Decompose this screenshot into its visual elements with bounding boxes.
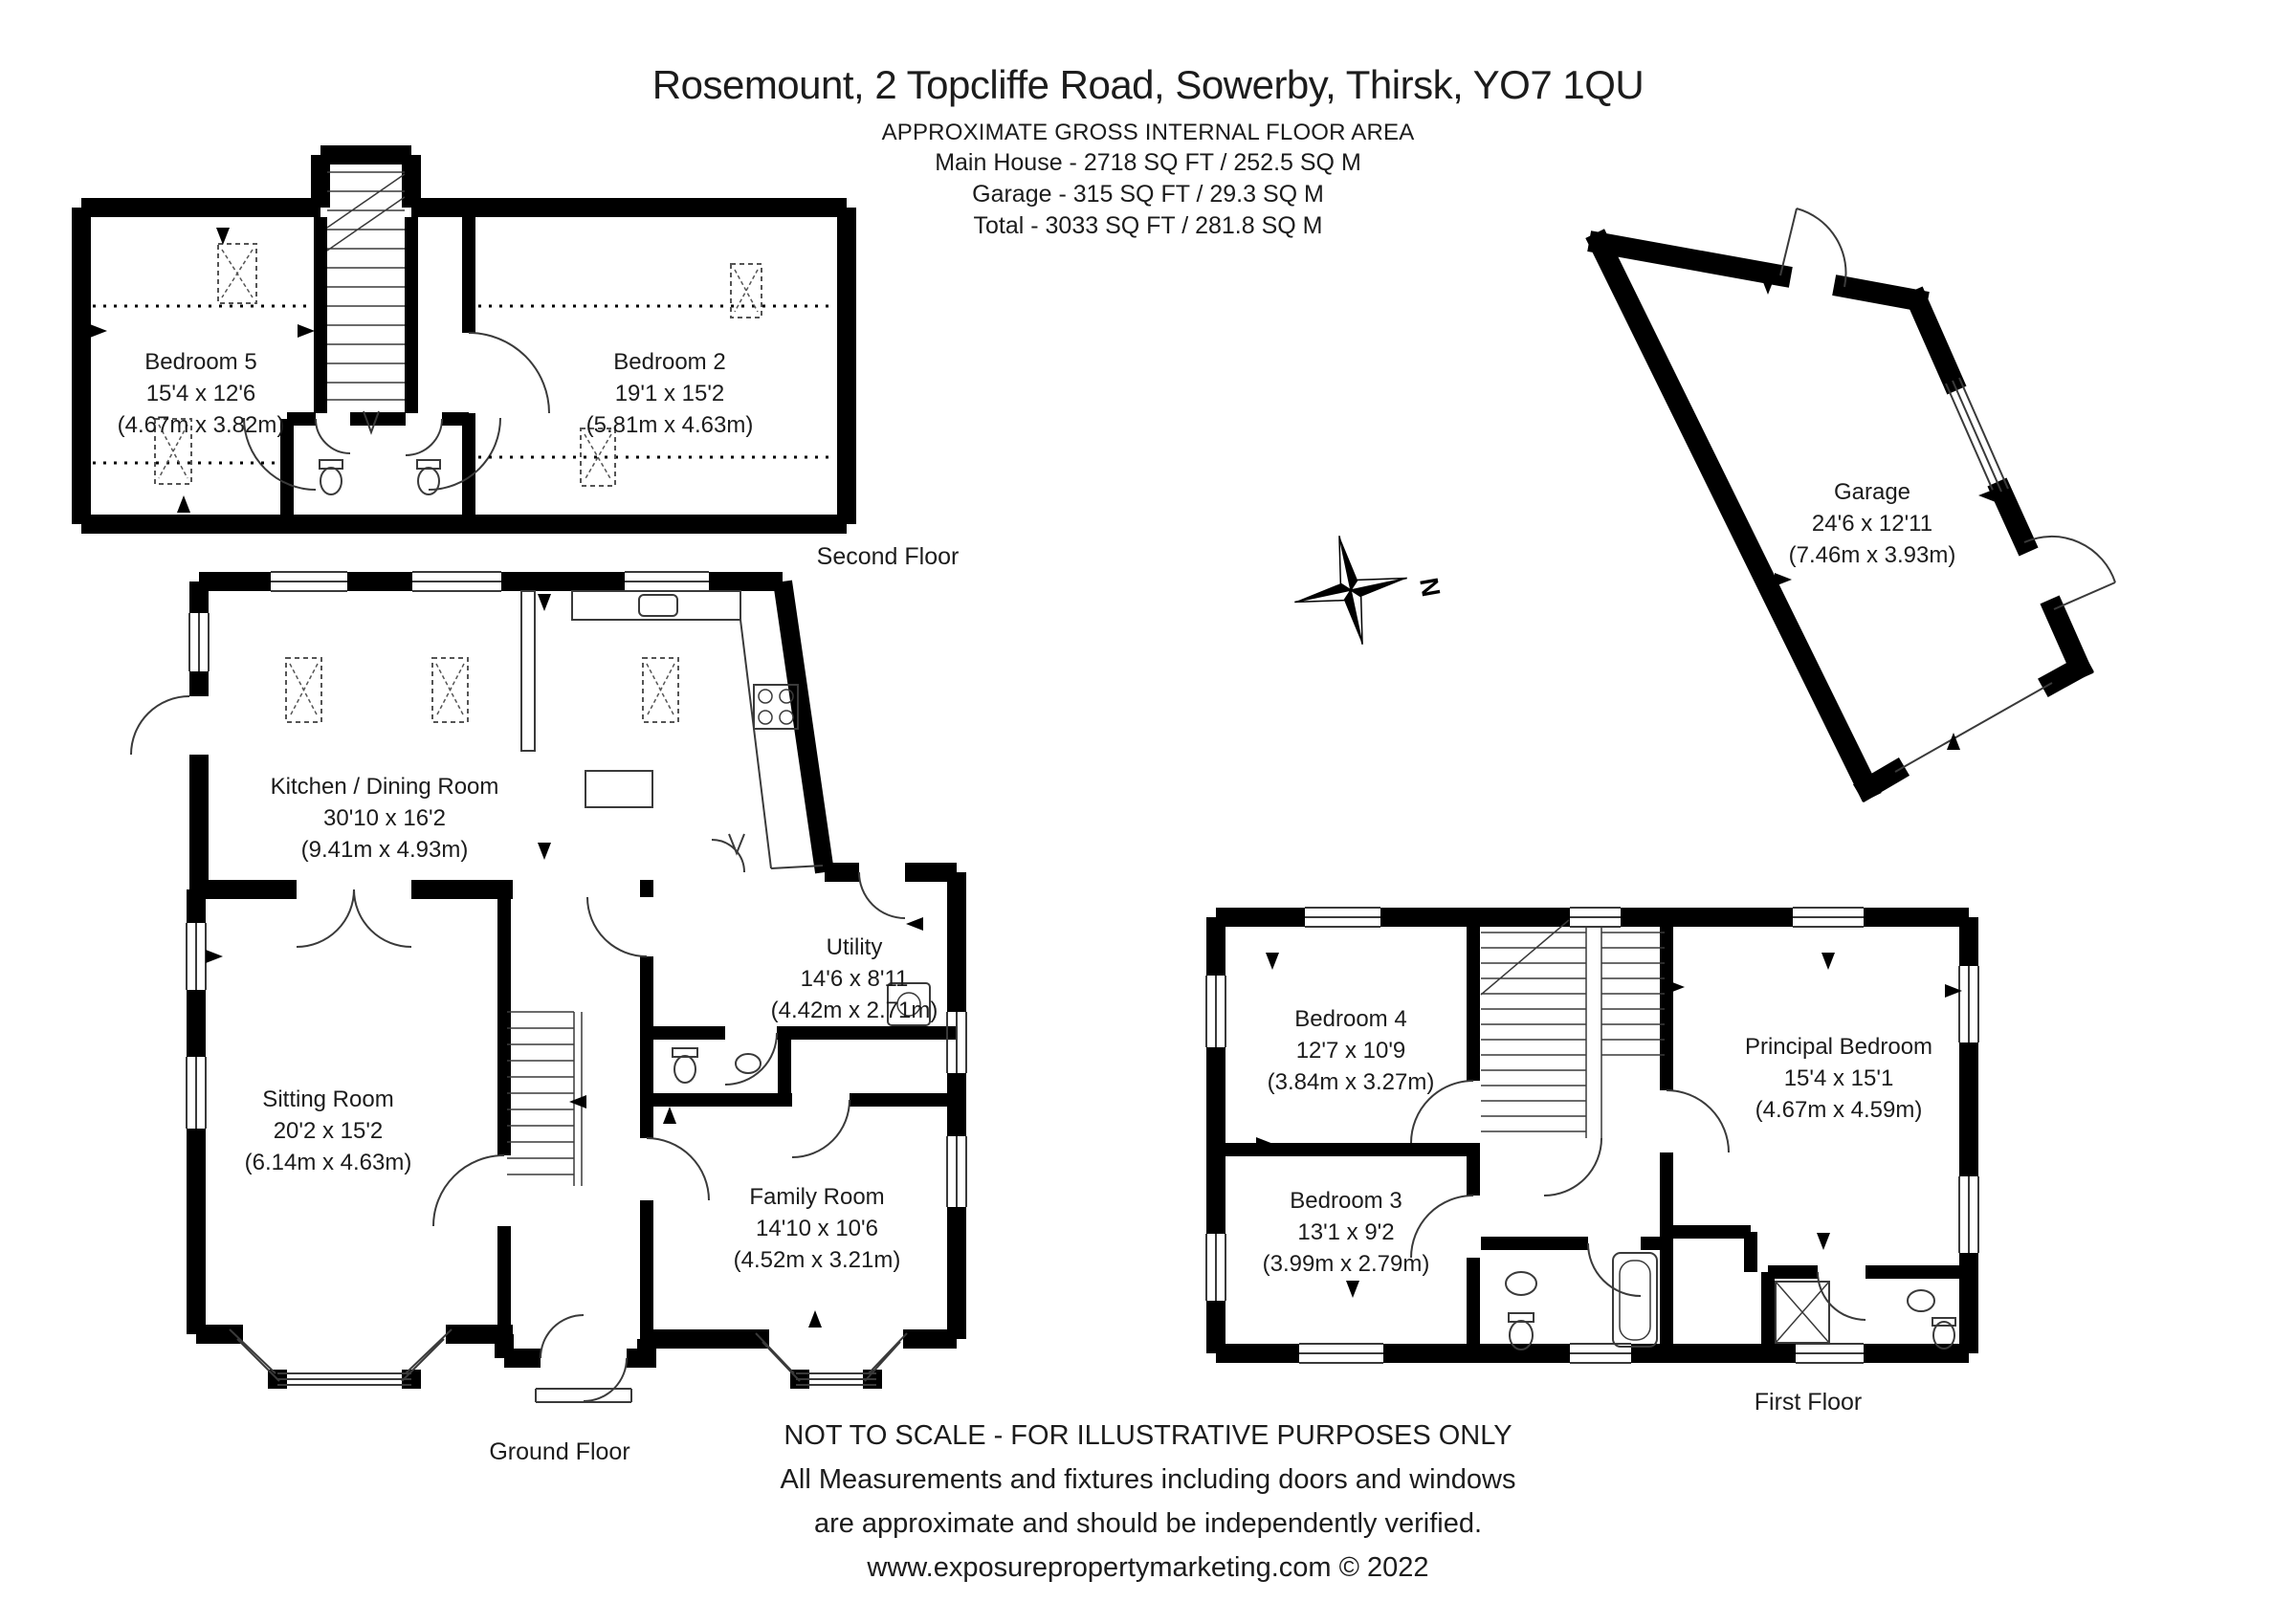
bay-window [750, 1329, 922, 1389]
arrow-marker-icon [1256, 953, 1962, 1298]
room-dims-imperial: 15'4 x 12'6 [145, 381, 256, 406]
toilet-icon [1907, 1289, 1956, 1350]
bathtub-icon [1612, 1252, 1658, 1348]
hob-icon [753, 684, 799, 730]
room-dims-imperial: 15'4 x 15'1 [1783, 1065, 1894, 1091]
disclaimer-line-3: are approximate and should be independen… [813, 1508, 1483, 1539]
compass-rose [1294, 536, 1407, 645]
sink-icon [638, 594, 678, 617]
room-label-kitchen: Kitchen / Dining Room 30'10 x 16'2 (9.41… [271, 771, 499, 866]
room-dims-imperial: 12'7 x 10'9 [1295, 1038, 1406, 1064]
shower-icon [1775, 1281, 1830, 1344]
room-dims-metric: (6.14m x 4.63m) [244, 1150, 412, 1175]
room-dims-metric: (9.41m x 4.93m) [300, 837, 469, 863]
toilet-icon [319, 459, 441, 495]
room-name: Bedroom 5 [144, 349, 257, 375]
room-dims-imperial: 13'1 x 9'2 [1297, 1219, 1395, 1245]
disclaimer-block: NOT TO SCALE - FOR ILLUSTRATIVE PURPOSES… [0, 1414, 2296, 1590]
arrow-marker-icon [1761, 277, 1996, 750]
ground-floor-plan [130, 571, 967, 1403]
compass-north-label: N [1414, 576, 1446, 599]
area-main-house: Main House - 2718 SQ FT / 252.5 SQ M [935, 149, 1361, 176]
room-name: Bedroom 4 [1294, 1006, 1407, 1032]
disclaimer-line-2: All Measurements and fixtures including … [780, 1464, 1516, 1495]
header-block: Rosemount, 2 Topcliffe Road, Sowerby, Th… [0, 61, 2296, 242]
first-floor-plan [1205, 907, 1979, 1364]
room-label-family-room: Family Room 14'10 x 10'6 (4.52m x 3.21m) [734, 1181, 901, 1276]
roof-light-icon [154, 243, 762, 487]
disclaimer-line-1: NOT TO SCALE - FOR ILLUSTRATIVE PURPOSES… [784, 1420, 1512, 1451]
page-title: Rosemount, 2 Topcliffe Road, Sowerby, Th… [651, 62, 1645, 107]
room-dims-metric: (5.81m x 4.63m) [585, 412, 754, 438]
room-dims-metric: (4.52m x 3.21m) [733, 1247, 901, 1273]
room-name: Bedroom 2 [613, 349, 726, 375]
caption-first-floor: First Floor [1754, 1389, 1863, 1416]
room-dims-imperial: 14'10 x 10'6 [756, 1216, 878, 1241]
second-floor-plan [72, 145, 856, 534]
caption-ground-floor: Ground Floor [489, 1438, 630, 1465]
arrow-marker-icon [90, 228, 315, 513]
room-name: Utility [826, 934, 883, 960]
room-name: Principal Bedroom [1744, 1034, 1933, 1060]
room-dims-imperial: 19'1 x 15'2 [614, 381, 725, 406]
room-name: Bedroom 3 [1290, 1188, 1402, 1214]
room-name: Family Room [749, 1184, 885, 1210]
room-name: Kitchen / Dining Room [270, 774, 499, 800]
washing-machine-icon [887, 982, 931, 1026]
roof-light-icon [285, 657, 679, 723]
room-dims-metric: (3.99m x 2.79m) [1262, 1251, 1430, 1277]
room-label-bedroom-5: Bedroom 5 15'4 x 12'6 (4.67m x 3.82m) [118, 346, 285, 441]
room-label-bedroom-2: Bedroom 2 19'1 x 15'2 (5.81m x 4.63m) [586, 346, 754, 441]
room-dims-imperial: 30'10 x 16'2 [323, 805, 446, 831]
room-label-principal-bedroom: Principal Bedroom 15'4 x 15'1 (4.67m x 4… [1745, 1031, 1932, 1126]
room-dims-metric: (4.42m x 2.71m) [770, 998, 938, 1023]
kitchen-counter [520, 590, 824, 869]
room-name: Sitting Room [262, 1086, 394, 1112]
room-label-bedroom-4: Bedroom 4 12'7 x 10'9 (3.84m x 3.27m) [1268, 1003, 1435, 1098]
copyright-line: www.exposurepropertymarketing.com © 2022 [867, 1552, 1429, 1583]
room-dims-metric: (3.84m x 3.27m) [1267, 1069, 1435, 1095]
room-dims-imperial: 20'2 x 15'2 [273, 1118, 384, 1144]
room-label-bedroom-3: Bedroom 3 13'1 x 9'2 (3.99m x 2.79m) [1263, 1185, 1430, 1280]
room-dims-imperial: 14'6 x 8'11 [800, 966, 909, 992]
toilet-icon [1505, 1271, 1537, 1350]
room-dims-metric: (7.46m x 3.93m) [1788, 542, 1956, 568]
room-label-sitting-room: Sitting Room 20'2 x 15'2 (6.14m x 4.63m) [245, 1084, 412, 1178]
room-label-utility: Utility 14'6 x 8'11 (4.42m x 2.71m) [771, 932, 938, 1026]
area-garage: Garage - 315 SQ FT / 29.3 SQ M [972, 181, 1324, 208]
toilet-icon [672, 1047, 762, 1084]
garage-plan [1585, 208, 2116, 803]
arrow-marker-icon [206, 594, 923, 1328]
room-dims-metric: (4.67m x 3.82m) [117, 412, 285, 438]
floor-area-heading: APPROXIMATE GROSS INTERNAL FLOOR AREA [881, 120, 1415, 145]
room-label-garage: Garage 24'6 x 12'11 (7.46m x 3.93m) [1789, 476, 1956, 571]
area-total: Total - 3033 SQ FT / 281.8 SQ M [973, 212, 1323, 239]
bay-window [224, 1325, 465, 1389]
room-dims-metric: (4.67m x 4.59m) [1755, 1097, 1923, 1123]
room-dims-imperial: 24'6 x 12'11 [1811, 511, 1933, 537]
room-name: Garage [1833, 479, 1911, 505]
caption-second-floor: Second Floor [816, 543, 960, 570]
